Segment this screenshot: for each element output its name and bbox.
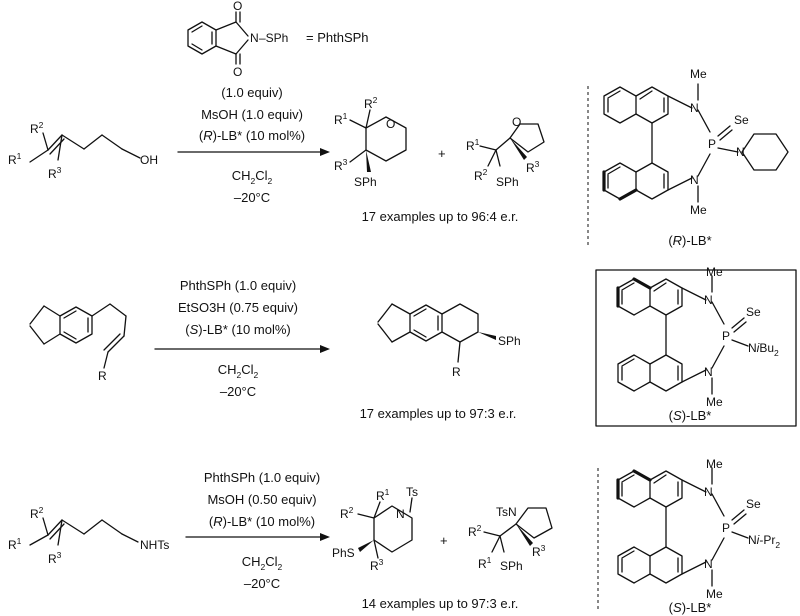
product3b-r3: R3 xyxy=(532,543,546,559)
reagent-o-top: O xyxy=(233,0,242,13)
substrate1-r3: R3 xyxy=(48,165,62,181)
cat1-me-top: Me xyxy=(690,67,707,81)
cat3-label: (S)-LB* xyxy=(669,600,712,615)
cat3-se: Se xyxy=(746,497,761,511)
substrate3-r3: R3 xyxy=(48,550,62,566)
r2-reagent: PhthSPh (1.0 equiv) xyxy=(180,278,296,293)
r3-solvent: CH2Cl2 xyxy=(242,554,283,572)
reagent-equals-label: = PhthSPh xyxy=(306,30,369,45)
cat2-label: (S)-LB* xyxy=(669,408,712,423)
reaction-1: R2 R1 R3 OH (1.0 equiv) MsOH (1.0 equiv)… xyxy=(8,85,545,224)
product3b-tsn: TsN xyxy=(496,505,517,519)
r3-acid: MsOH (0.50 equiv) xyxy=(207,492,316,507)
r1-plus: + xyxy=(438,146,446,161)
catalyst-2: N Me P Se NiBu2 N Me (S)-LB* xyxy=(616,265,779,423)
reagent-n: N xyxy=(250,31,259,45)
product3b-r2: R2 xyxy=(468,523,482,539)
product2-r: R xyxy=(452,365,461,379)
cat2-me-bottom: Me xyxy=(706,395,723,409)
reagent-sph: –SPh xyxy=(259,31,288,45)
cat1-n-ring: N xyxy=(736,145,745,159)
substrate3-r2: R2 xyxy=(30,505,44,521)
cat3-me-bottom: Me xyxy=(706,587,723,601)
catalyst-3: N Me P Se Ni-Pr2 N Me (S)-LB* xyxy=(616,457,780,615)
r1-temperature: –20°C xyxy=(234,190,270,205)
cat1-se: Se xyxy=(734,113,749,127)
product3a-n: N xyxy=(396,507,405,521)
cat2-p: P xyxy=(722,329,730,343)
r3-result: 14 examples up to 97:3 e.r. xyxy=(362,596,519,611)
cat3-n-bottom: N xyxy=(704,557,713,571)
substrate2-r: R xyxy=(98,369,107,383)
substrate-2: R xyxy=(29,303,127,383)
product1a-r3: R3 xyxy=(334,157,348,173)
substrate3-nhts: NHTs xyxy=(140,538,169,552)
product2-sph: SPh xyxy=(498,334,521,348)
cat3-me-top: Me xyxy=(706,457,723,471)
cat2-me-top: Me xyxy=(706,265,723,279)
product3a-ts: Ts xyxy=(406,485,418,499)
reagent-o-bottom: O xyxy=(233,65,242,79)
r1-result: 17 examples up to 96:4 e.r. xyxy=(362,209,519,224)
product3a-r3: R3 xyxy=(370,557,384,573)
cat2-amine: NiBu2 xyxy=(748,341,779,358)
product1a-r1: R1 xyxy=(334,111,348,127)
r3-catalyst: (R)-LB* (10 mol%) xyxy=(209,514,315,529)
r2-catalyst: (S)-LB* (10 mol%) xyxy=(185,322,290,337)
product1b-r1: R1 xyxy=(466,137,480,153)
product-3-pyrrolidine: TsN R2 R3 R1 SPh xyxy=(468,505,553,573)
r1-equiv: (1.0 equiv) xyxy=(221,85,282,100)
r1-msoh: MsOH (1.0 equiv) xyxy=(201,107,303,122)
product1b-o: O xyxy=(512,115,521,129)
product3b-r1: R1 xyxy=(478,555,492,571)
r2-temperature: –20°C xyxy=(220,384,256,399)
product1b-sph: SPh xyxy=(496,175,519,189)
product3a-r2: R2 xyxy=(340,505,354,521)
substrate1-r2: R2 xyxy=(30,120,44,136)
cat2-se: Se xyxy=(746,305,761,319)
product1b-r3: R3 xyxy=(526,159,540,175)
product-3-piperidine: N Ts R1 R2 PhS R3 xyxy=(332,485,418,573)
product1b-r2: R2 xyxy=(474,167,488,183)
r2-acid: EtSO3H (0.75 equiv) xyxy=(178,300,298,315)
cat3-p: P xyxy=(722,521,730,535)
cat1-label: (R)-LB* xyxy=(668,233,711,248)
r3-temperature: –20°C xyxy=(244,576,280,591)
product1a-sph: SPh xyxy=(354,175,377,189)
substrate-3: R2 R1 R3 NHTs xyxy=(8,505,169,566)
cat3-amine: Ni-Pr2 xyxy=(748,533,780,550)
cat1-me-bottom: Me xyxy=(690,203,707,217)
product3a-r1: R1 xyxy=(376,487,390,503)
r3-plus: + xyxy=(440,533,448,548)
cat1-n-bottom: N xyxy=(690,173,699,187)
substrate1-r1: R1 xyxy=(8,151,22,167)
phthsph-reagent: O O N –SPh = PhthSPh xyxy=(187,0,369,79)
r3-reagent: PhthSPh (1.0 equiv) xyxy=(204,470,320,485)
substrate-1: R2 R1 R3 OH xyxy=(8,120,158,181)
product-1-oxane: O R1 R2 R3 SPh xyxy=(334,95,407,189)
product1a-o: O xyxy=(386,117,395,131)
product-1-oxolane: O R1 R2 R3 SPh xyxy=(466,115,545,189)
reaction-2: R PhthSPh (1.0 equiv) EtSO3H (0.75 equiv… xyxy=(29,278,521,421)
r1-catalyst: (R)-LB* (10 mol%) xyxy=(199,128,305,143)
reaction-3: R2 R1 R3 NHTs PhthSPh (1.0 equiv) MsOH (… xyxy=(8,470,553,611)
r2-solvent: CH2Cl2 xyxy=(218,362,259,380)
cat2-n-top: N xyxy=(704,293,713,307)
cat2-n-bottom: N xyxy=(704,365,713,379)
product-2-tetralin: SPh R xyxy=(377,303,521,379)
substrate1-oh: OH xyxy=(140,153,158,167)
cat3-n-top: N xyxy=(704,485,713,499)
substrate3-r1: R1 xyxy=(8,536,22,552)
r2-result: 17 examples up to 97:3 e.r. xyxy=(360,406,517,421)
catalyst-1: N Me P Se N N Me (R)-LB* xyxy=(602,67,789,248)
product3a-phs: PhS xyxy=(332,546,355,560)
cat1-n-top: N xyxy=(690,101,699,115)
cat1-p: P xyxy=(708,137,716,151)
product1a-r2: R2 xyxy=(364,95,378,111)
product3b-sph: SPh xyxy=(500,559,523,573)
catalyst-2-frame xyxy=(595,269,797,427)
r1-solvent: CH2Cl2 xyxy=(232,168,273,186)
